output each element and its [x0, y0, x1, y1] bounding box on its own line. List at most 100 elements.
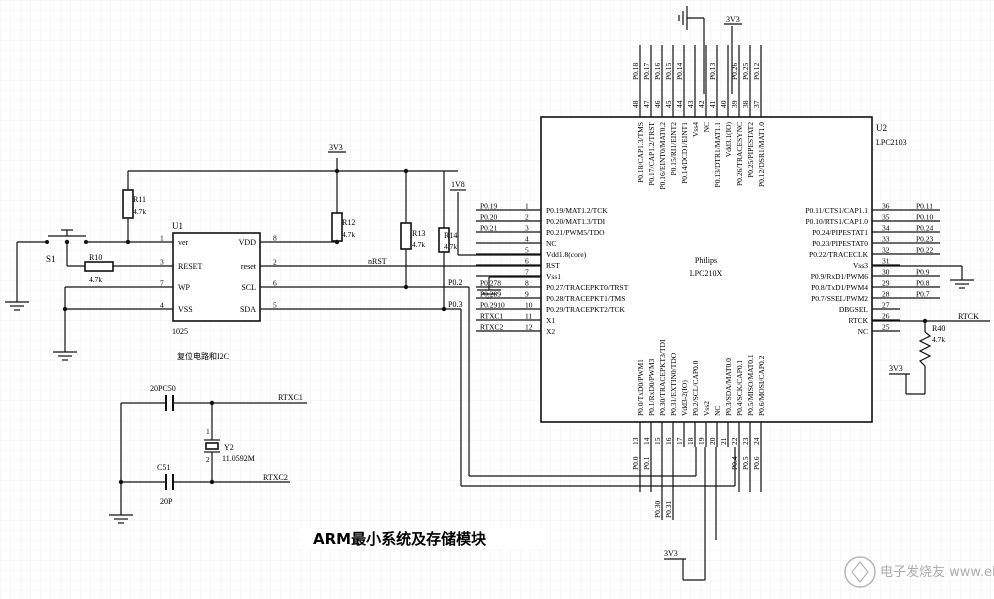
pin-net: P0.1: [642, 456, 651, 470]
capacitor-c50: [165, 395, 174, 411]
pin-name: P0.16/EINT0/MAT0.2: [658, 122, 667, 190]
pin-net: P0.7: [916, 290, 930, 299]
ground-icon: [950, 279, 974, 289]
pin-number: 20: [708, 437, 717, 445]
pin-net: P0.26: [730, 62, 739, 80]
switch-s1: S1: [45, 240, 88, 264]
pin-net: P0.22: [916, 246, 934, 255]
pin-name: P0.29/TRACEPKT2/TCK: [546, 305, 626, 314]
net-labels: nRST P0.2 P0.3 RTXC1 RTXC2 RTCK: [263, 257, 979, 482]
pin-net: RTXC1: [480, 312, 504, 321]
pin-net: RTXC2: [480, 323, 504, 332]
pin-net: P0.30: [653, 500, 662, 518]
net-rtck: RTCK: [958, 312, 979, 321]
pin-name: P0.23/PIPESTAT0: [812, 239, 868, 248]
u2-ref: U2: [876, 123, 887, 133]
net-p03: P0.3: [448, 300, 462, 309]
pin-name: P0.22/TRACECLK: [809, 250, 869, 259]
ground-icon: [53, 351, 77, 361]
pin-name: P0.3/SDA/MAT0.0: [724, 358, 733, 416]
pin-name: P0.27/TRACEPKT0/TRST: [546, 283, 629, 292]
svg-text:R14: R14: [444, 231, 457, 240]
net-3v3-bottom: 3V3: [664, 549, 678, 558]
u1-pin-5: 5 SDA: [240, 301, 277, 315]
pin-net: P0.31: [664, 500, 673, 518]
pin-number: 30: [882, 268, 890, 277]
pin-net: P0.13: [708, 62, 717, 80]
pin-net: P0.14: [675, 62, 684, 80]
capacitors: [165, 395, 174, 490]
pin-name: P0.12/DSR1/MAT1.0: [757, 122, 766, 187]
resistors: R11 4.7k R12 4.7k R13 4.7k R14 4.7k R10 …: [84, 189, 945, 367]
pin-net: P0.278: [480, 279, 501, 288]
pin-number: 16: [664, 437, 673, 445]
pin-number: 5: [273, 301, 277, 310]
pin-name: P0.8/TxD1/PWM4: [811, 283, 868, 292]
pin-name: X2: [546, 327, 555, 336]
pin-name: NC: [702, 122, 711, 132]
pin-name: DBGSEL: [839, 305, 869, 314]
u2-body: [540, 116, 873, 423]
c51-ref: C51: [157, 463, 170, 472]
pin-name: NC: [546, 239, 556, 248]
pin-number: 5: [525, 246, 529, 255]
svg-text:4.7k: 4.7k: [932, 335, 945, 344]
pin-name: P0.13/DTR1/MAT1.1: [713, 122, 722, 188]
s1-ref: S1: [46, 254, 56, 264]
pin-net: P0.10: [916, 213, 934, 222]
pin-name: P0.17/CAP1.2/TRST: [647, 122, 656, 186]
pin-name: WP: [178, 283, 191, 292]
svg-text:4.7k: 4.7k: [444, 242, 457, 251]
pin-number: 1: [160, 234, 164, 243]
pin-name: P0.20/MAT1.3/TDI: [546, 217, 606, 226]
pin-number: 48: [631, 100, 640, 108]
pin-name: P0.10/RTS1/CAP1.0: [806, 217, 869, 226]
net-3v3-top: 3V3: [726, 15, 740, 24]
pin-name: SDA: [240, 305, 256, 314]
pin-name: RST: [546, 261, 560, 270]
ground-icon: [477, 289, 501, 299]
capacitor-c51: [165, 474, 174, 490]
pin-number: 28: [882, 290, 890, 299]
pin-number: 37: [752, 100, 761, 108]
svg-text:R40: R40: [932, 324, 945, 333]
u2-pin-21: 21 P0.3/SDA/MAT0.0: [719, 358, 733, 447]
pin-number: 3: [525, 224, 529, 233]
u2-part: LPC2103: [876, 138, 907, 147]
pin-number: 21: [719, 437, 728, 445]
diagram-title: ARM最小系统及存储模块: [313, 530, 487, 548]
pin-name: P0.31/EXTIN0/TDO: [669, 352, 678, 416]
pin-name: P0.9/RxD1/PWM6: [811, 272, 869, 281]
pin-number: 4: [160, 301, 164, 310]
power-labels: 3V3 3V3 3V3 3V3 1V8: [328, 15, 910, 560]
pin-name: P0.0/TxD0/PWM1: [636, 359, 645, 416]
ground-icon: [109, 514, 133, 524]
pin-number: 14: [642, 437, 651, 445]
pin-number: 41: [708, 100, 717, 108]
resistor-r40: R40 4.7k: [918, 324, 945, 367]
pin-name: Vdd3.1(IO): [724, 122, 733, 158]
resistor-r14: R14 4.7k: [438, 227, 457, 253]
pin-number: 10: [525, 301, 533, 310]
u2-maker: Philips: [695, 256, 717, 265]
u1-body: [172, 232, 261, 322]
pin-name: P0.28/TRACEPKT1/TMS: [546, 294, 625, 303]
u2-bottom-pins: 13P0.0/TxD0/PWM1P0.014P0.1/RxD0/PWM3P0.1…: [631, 339, 766, 520]
